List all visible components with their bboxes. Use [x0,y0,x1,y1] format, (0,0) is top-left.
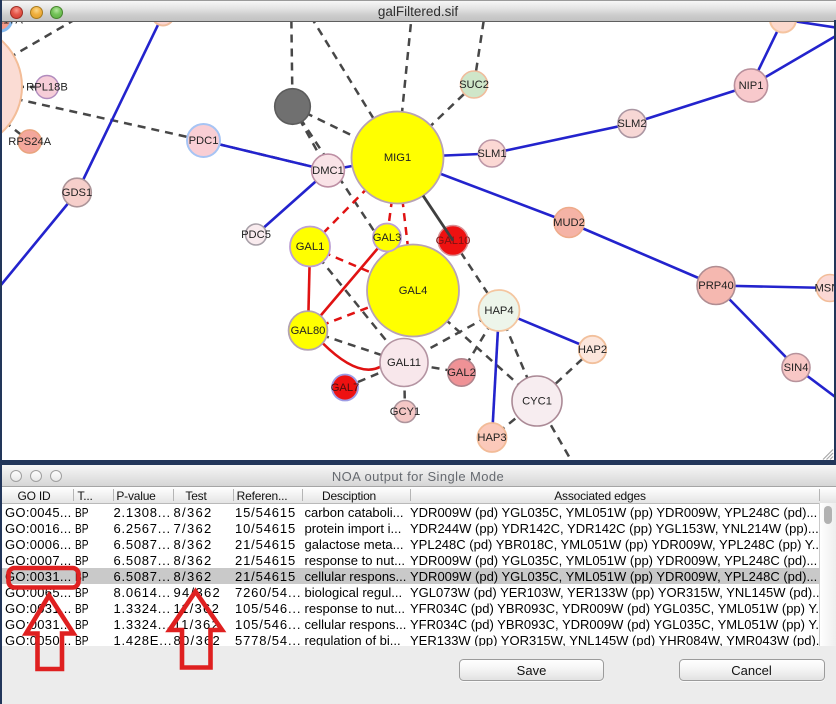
svg-text:PRP40: PRP40 [698,280,733,292]
svg-text:SLM2: SLM2 [617,118,646,130]
svg-text:MIG1: MIG1 [384,152,411,164]
svg-text:RPS24A: RPS24A [8,136,51,148]
svg-text:NIP1: NIP1 [739,80,764,92]
svg-text:GAL7: GAL7 [331,382,360,394]
svg-text:RPL17A: RPL17A [0,22,23,27]
svg-text:SIN4: SIN4 [784,362,809,374]
svg-text:GCY1: GCY1 [390,406,420,418]
svg-text:GDS1: GDS1 [62,187,92,199]
svg-text:MUD2: MUD2 [553,217,585,229]
svg-text:HAP2: HAP2 [578,344,607,356]
svg-text:PDC5: PDC5 [241,229,271,241]
svg-text:SUC2: SUC2 [459,79,489,91]
svg-text:GAL11: GAL11 [387,357,421,369]
svg-text:SLM1: SLM1 [477,148,506,160]
svg-text:RPL18B: RPL18B [26,82,68,94]
svg-text:GAL1: GAL1 [296,241,325,253]
svg-text:HAP3: HAP3 [477,432,506,444]
svg-text:GAL10: GAL10 [436,235,471,247]
svg-text:MSN5: MSN5 [814,283,836,295]
svg-text:GAL2: GAL2 [447,367,476,379]
svg-text:HAP4: HAP4 [484,305,513,317]
svg-text:PDC1: PDC1 [189,135,219,147]
svg-text:GAL4: GAL4 [399,285,428,297]
svg-text:GAL80: GAL80 [291,325,326,337]
svg-text:GAL3: GAL3 [373,232,402,244]
svg-text:CYC1: CYC1 [522,396,552,408]
svg-text:DMC1: DMC1 [312,165,344,177]
